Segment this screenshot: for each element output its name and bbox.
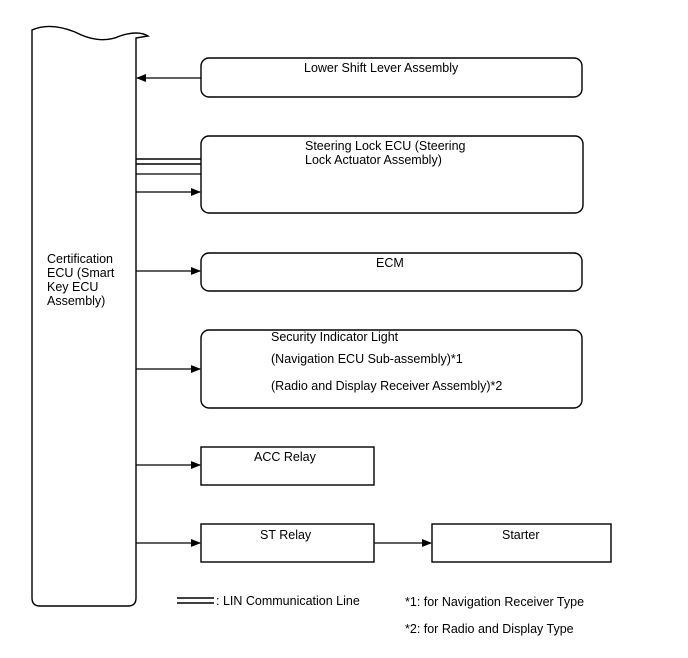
- lower-shift-lever-label: Lower Shift Lever Assembly: [304, 61, 459, 75]
- ecm-label: ECM: [376, 256, 404, 270]
- security-label-line-3: (Radio and Display Receiver Assembly)*2: [271, 379, 502, 393]
- security-indicator-box: Security Indicator Light (Navigation ECU…: [200, 329, 583, 409]
- certification-ecu-box: Certification ECU (Smart Key ECU Assembl…: [31, 25, 150, 607]
- starter-label: Starter: [502, 528, 540, 542]
- steering-lock-ecu-box: Steering Lock ECU (Steering Lock Actuato…: [200, 135, 584, 214]
- st-relay-label: ST Relay: [260, 528, 312, 542]
- security-label-line-2: (Navigation ECU Sub-assembly)*1: [271, 352, 463, 366]
- starter-box: Starter: [431, 523, 612, 563]
- acc-relay-box: ACC Relay: [200, 446, 375, 486]
- st-relay-box: ST Relay: [200, 523, 375, 563]
- security-label-line-1: Security Indicator Light: [271, 330, 399, 344]
- lower-shift-lever-box: Lower Shift Lever Assembly: [200, 57, 583, 98]
- steering-lock-label-line-1: Steering Lock ECU (Steering: [305, 139, 466, 153]
- ecm-box: ECM: [200, 252, 583, 292]
- acc-relay-label: ACC Relay: [254, 450, 317, 464]
- ecu-label-line-3: Key ECU: [47, 280, 98, 294]
- ecu-label-line-1: Certification: [47, 252, 113, 266]
- steering-lock-label-line-2: Lock Actuator Assembly): [305, 153, 442, 167]
- footnote-2: *2: for Radio and Display Type: [405, 622, 574, 636]
- ecu-label-line-2: ECU (Smart: [47, 266, 115, 280]
- footnote-1: *1: for Navigation Receiver Type: [405, 595, 584, 609]
- legend: : LIN Communication Line *1: for Navigat…: [177, 594, 584, 636]
- ecu-label-line-4: Assembly): [47, 294, 105, 308]
- legend-lin-label: : LIN Communication Line: [216, 594, 360, 608]
